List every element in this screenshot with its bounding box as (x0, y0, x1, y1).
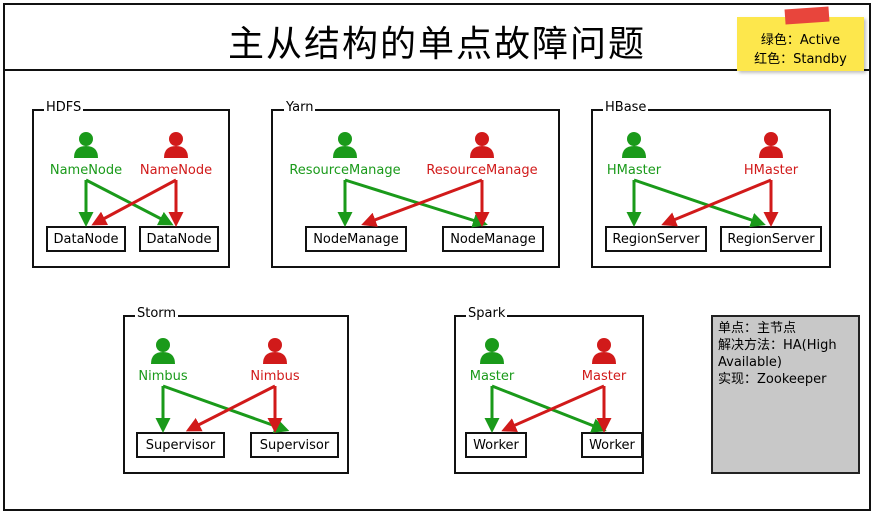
storm-master-active-label: Nimbus (138, 369, 187, 384)
spark-worker-label-1: Worker (473, 438, 519, 453)
yarn-master-active-label: ResourceManage (289, 163, 400, 178)
spark-worker-box-1 (465, 432, 527, 458)
spark-worker-label-2: Worker (589, 438, 635, 453)
hbase-master-active-label: HMaster (607, 163, 662, 178)
storm-worker-box-1 (136, 432, 225, 458)
hbase-worker-label-2: RegionServer (727, 232, 815, 247)
hbase-worker-label-1: RegionServer (612, 232, 700, 247)
hbase-active-arrow-2 (633, 178, 766, 228)
storm-worker-label-2: Supervisor (260, 438, 330, 453)
spark-master-standby-label: Master (582, 369, 627, 384)
page-title: 主从结构的单点故障问题 (227, 24, 646, 65)
storm-worker-box-2 (250, 432, 339, 458)
legend-active: 绿色：Active (760, 33, 841, 48)
group-label-hbase: HBase (603, 100, 649, 115)
spark-standby-arrow-1 (501, 384, 605, 433)
hbase-standby-arrow-1 (661, 178, 772, 227)
info-solution: 解决方法：HA(High (718, 338, 837, 353)
hdfs-active-user-icon (74, 132, 98, 158)
storm-master-standby-label: Nimbus (250, 369, 299, 384)
yarn-active-user-icon (333, 132, 357, 158)
yarn-standby-user-icon (470, 132, 494, 158)
yarn-standby-arrow-1 (361, 178, 483, 227)
yarn-worker-label-1: NodeManage (313, 232, 399, 247)
storm-worker-label-1: Supervisor (146, 438, 216, 453)
title-bar: 主从结构的单点故障问题 (3, 3, 871, 71)
hbase-master-standby-label: HMaster (744, 163, 799, 178)
group-label-hdfs: HDFS (44, 100, 84, 115)
hbase-standby-user-icon (759, 132, 783, 158)
legend-sticky-note: 绿色：Active 红色：Standby (737, 17, 864, 71)
spark-standby-user-icon (592, 338, 616, 364)
legend-standby: 红色：Standby (754, 52, 847, 67)
yarn-worker-label-2: NodeManage (450, 232, 536, 247)
group-label-yarn: Yarn (284, 100, 316, 115)
spark-master-active-label: Master (470, 369, 515, 384)
hdfs-master-standby-label: NameNode (140, 163, 212, 178)
yarn-active-arrow-2 (344, 178, 488, 228)
hdfs-worker-box-2 (139, 226, 219, 252)
storm-standby-arrow-1 (185, 384, 276, 432)
spark-active-arrow-2 (491, 384, 607, 433)
group-label-storm: Storm (135, 306, 179, 321)
info-note: 单点：主节点 解决方法：HA(High Available) 实现：Zookee… (711, 315, 860, 474)
spark-active-user-icon (480, 338, 504, 364)
hbase-worker-box-2 (720, 226, 822, 252)
hbase-worker-box-1 (605, 226, 707, 252)
yarn-worker-box-1 (305, 226, 407, 252)
hdfs-standby-user-icon (164, 132, 188, 158)
hdfs-worker-label-2: DataNode (147, 232, 212, 247)
yarn-master-standby-label: ResourceManage (426, 163, 537, 178)
info-single-point: 单点：主节点 (718, 321, 797, 336)
info-implementation: 实现：Zookeeper (718, 372, 827, 387)
spark-worker-box-2 (581, 432, 643, 458)
info-solution-cont: Available) (718, 355, 782, 370)
hdfs-master-active-label: NameNode (50, 163, 122, 178)
storm-active-arrow-2 (162, 384, 290, 434)
group-label-spark: Spark (466, 306, 508, 321)
hdfs-standby-arrow-1 (91, 178, 177, 226)
storm-standby-user-icon (263, 338, 287, 364)
hdfs-worker-box-1 (46, 226, 126, 252)
hdfs-active-arrow-2 (85, 178, 174, 226)
hdfs-worker-label-1: DataNode (54, 232, 119, 247)
yarn-worker-box-2 (442, 226, 544, 252)
hbase-active-user-icon (622, 132, 646, 158)
storm-active-user-icon (151, 338, 175, 364)
